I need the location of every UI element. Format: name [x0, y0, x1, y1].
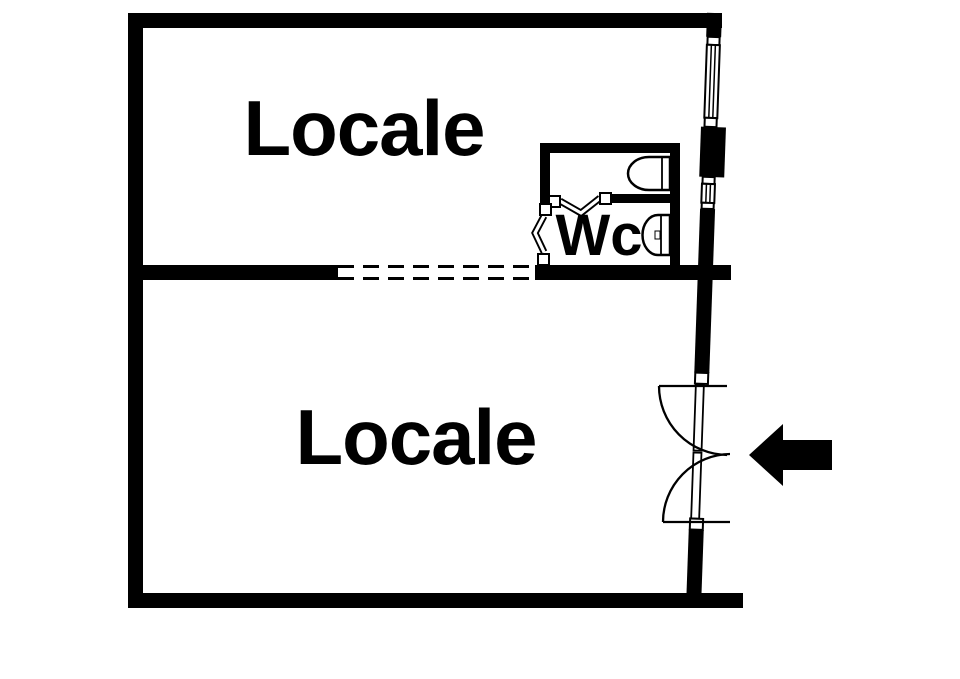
wall-bottom: [128, 593, 743, 608]
wc-folding-door-inner: [548, 192, 612, 218]
window-large-icon: [703, 43, 721, 120]
wc-wall-left: [540, 143, 550, 208]
room-label-top: Locale: [243, 84, 485, 172]
wall-right: [686, 12, 726, 608]
interior-wall: [140, 265, 731, 280]
door-jamb: [537, 253, 550, 266]
room-label-wc: Wc: [555, 203, 643, 268]
door-jamb: [539, 203, 552, 216]
entrance-arrow-icon: [749, 424, 832, 486]
window-small-icon: [700, 182, 716, 205]
door-jamb: [693, 371, 710, 386]
door-swing-upper: [657, 384, 728, 457]
room-label-bottom: Locale: [295, 393, 537, 481]
toilet-icon: [641, 213, 672, 257]
double-entry-door: [657, 384, 731, 524]
wc-enclosure: [531, 143, 680, 271]
window-jamb: [703, 116, 718, 129]
wall-pier: [699, 126, 726, 178]
door-jamb: [548, 195, 561, 208]
door-jamb: [599, 192, 612, 205]
wc-wall-top: [540, 143, 680, 153]
wc-wall-right: [670, 143, 680, 271]
exterior-walls: [128, 13, 743, 608]
door-leaf-upper: [692, 383, 705, 452]
wall-top: [128, 13, 722, 28]
door-swing-lower: [661, 452, 731, 524]
wc-wall-divider: [608, 194, 680, 203]
wc-folding-door-left: [531, 203, 552, 266]
bidet-icon: [626, 155, 672, 192]
wall-left: [128, 13, 143, 608]
window-jamb: [700, 201, 715, 211]
dashed-wall-opening: [338, 265, 535, 280]
door-jamb: [688, 517, 705, 531]
